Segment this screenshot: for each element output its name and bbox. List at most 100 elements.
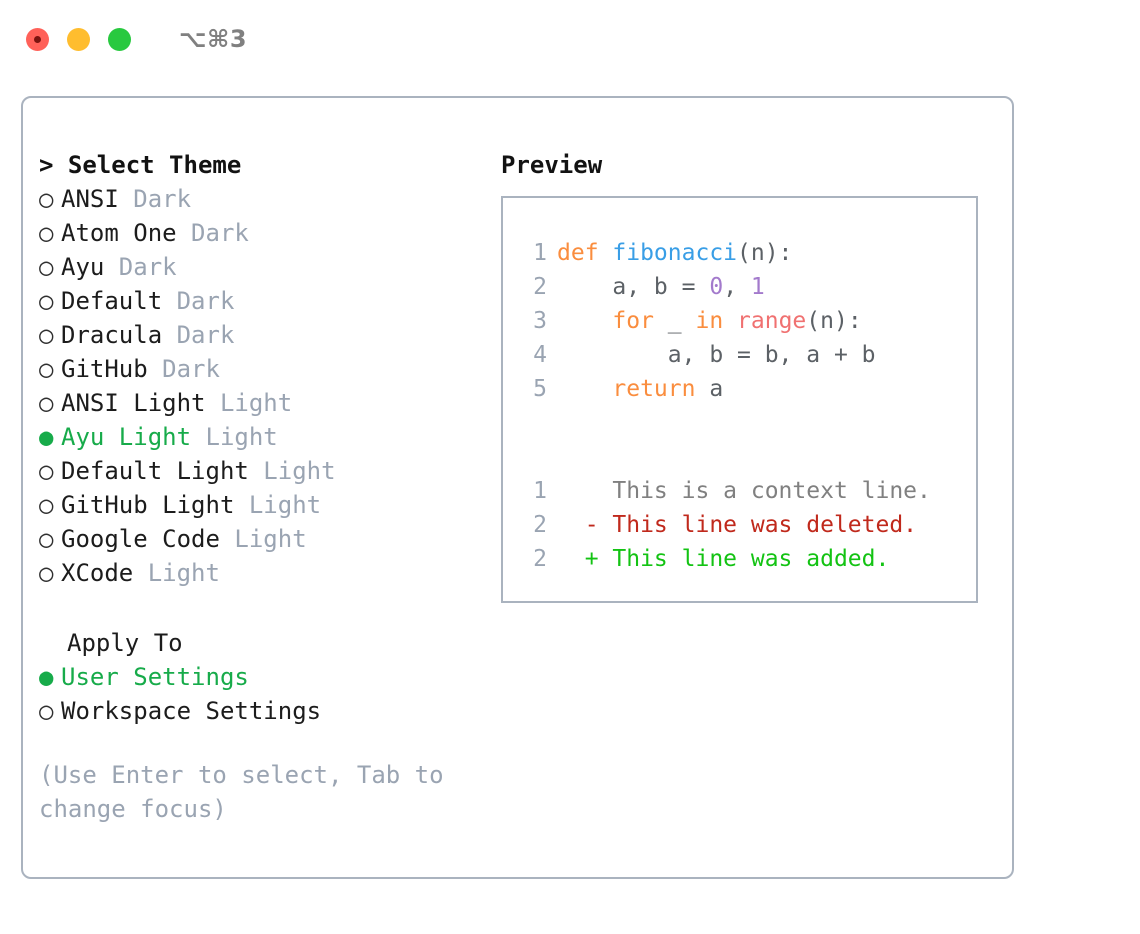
theme-selector-column: > Select Theme ○ANSI Dark○Atom One Dark○… [39, 148, 499, 826]
code-token-num: 0 [709, 274, 724, 300]
theme-option-category: Dark [162, 321, 235, 349]
radio-unselected-icon[interactable]: ○ [39, 389, 54, 417]
code-token-pl: , [723, 274, 751, 300]
radio-selected-icon[interactable]: ● [39, 423, 54, 451]
radio-unselected-icon[interactable]: ○ [39, 321, 54, 349]
theme-option-category: Light [219, 525, 307, 553]
code-token-kw: return [557, 376, 710, 402]
theme-option-default-light[interactable]: ○Default Light Light [39, 454, 499, 488]
theme-option-ayu[interactable]: ○Ayu Dark [39, 250, 499, 284]
diff-line-text-add: + This line was added. [557, 546, 890, 572]
apply-to-option-label: User Settings [61, 663, 249, 691]
radio-unselected-icon[interactable]: ○ [39, 457, 54, 485]
code-diff-separator-2 [503, 440, 976, 474]
theme-option-category: Light [248, 457, 336, 485]
code-token-num: 1 [750, 274, 765, 300]
radio-unselected-icon[interactable]: ○ [39, 491, 54, 519]
line-number: 3 [533, 308, 547, 334]
code-token-pl: (n): [737, 240, 793, 266]
theme-option-category: Dark [176, 219, 249, 247]
diff-line-number: 2 [533, 546, 547, 572]
theme-option-xcode[interactable]: ○XCode Light [39, 556, 499, 590]
code-line: 2 a, b = 0, 1 [503, 270, 976, 304]
theme-option-label: Default Light [61, 457, 249, 485]
code-token-fn: fibonacci [612, 240, 738, 266]
code-line: 3 for _ in range(n): [503, 304, 976, 338]
apply-to-option-workspace-settings[interactable]: ○Workspace Settings [39, 694, 499, 728]
theme-option-label: XCode [61, 559, 134, 587]
theme-option-label: Ayu [61, 253, 105, 281]
radio-unselected-icon[interactable]: ○ [39, 219, 54, 247]
theme-option-category: Dark [104, 253, 177, 281]
diff-line-number: 1 [533, 478, 547, 504]
code-token-kw: def [557, 240, 613, 266]
radio-unselected-icon[interactable]: ○ [39, 355, 54, 383]
apply-to-header: Apply To [67, 629, 183, 657]
code-token-kw: in [695, 308, 738, 334]
theme-option-github[interactable]: ○GitHub Dark [39, 352, 499, 386]
theme-option-category: Dark [147, 355, 220, 383]
radio-unselected-icon[interactable]: ○ [39, 253, 54, 281]
code-line-text: for _ in range(n): [557, 304, 861, 338]
diff-line: 2 + This line was added. [503, 542, 976, 576]
theme-option-dracula[interactable]: ○Dracula Dark [39, 318, 499, 352]
radio-unselected-icon[interactable]: ○ [39, 185, 54, 213]
diff-line: 1 This is a context line. [503, 474, 976, 508]
radio-unselected-icon[interactable]: ○ [39, 525, 54, 553]
theme-option-ansi-light[interactable]: ○ANSI Light Light [39, 386, 499, 420]
code-token-pl: _ [667, 308, 696, 334]
code-line: 5 return a [503, 372, 976, 406]
theme-option-github-light[interactable]: ○GitHub Light Light [39, 488, 499, 522]
code-line-text: a, b = b, a + b [557, 338, 876, 372]
minimize-window-icon[interactable] [67, 27, 90, 51]
code-token-bi: range [737, 308, 807, 334]
code-line-text: a, b = 0, 1 [557, 270, 765, 304]
theme-option-label: Google Code [61, 525, 220, 553]
code-line-text: return a [557, 372, 723, 406]
apply-to-option-label: Workspace Settings [61, 697, 322, 725]
code-line-text: def fibonacci(n): [557, 236, 792, 270]
maximize-window-icon[interactable] [108, 27, 131, 51]
theme-option-ayu-light[interactable]: ●Ayu Light Light [39, 420, 499, 454]
theme-option-label: Atom One [61, 219, 177, 247]
theme-option-category: Light [205, 389, 293, 417]
theme-option-ansi[interactable]: ○ANSI Dark [39, 182, 499, 216]
title-bar: ⌥⌘3 [0, 0, 1140, 78]
radio-unselected-icon[interactable]: ○ [39, 287, 54, 315]
theme-option-label: GitHub [61, 355, 148, 383]
radio-unselected-icon[interactable]: ○ [39, 697, 54, 725]
radio-unselected-icon[interactable]: ○ [39, 559, 54, 587]
theme-option-label: Dracula [61, 321, 163, 349]
code-token-kw: for [557, 308, 668, 334]
theme-option-category: Light [234, 491, 322, 519]
line-number: 2 [533, 274, 547, 300]
radio-selected-icon[interactable]: ● [39, 663, 54, 691]
theme-option-default[interactable]: ○Default Dark [39, 284, 499, 318]
theme-option-label: Ayu Light [61, 423, 192, 451]
theme-list: ○ANSI Dark○Atom One Dark○Ayu Dark○Defaul… [39, 182, 499, 590]
diff-line-number: 2 [533, 512, 547, 538]
theme-option-atom-one[interactable]: ○Atom One Dark [39, 216, 499, 250]
close-window-icon[interactable] [26, 27, 49, 51]
diff-line: 2 - This line was deleted. [503, 508, 976, 542]
code-token-pl: a, b = b, a + b [557, 342, 876, 368]
theme-option-label: ANSI [61, 185, 119, 213]
theme-option-label: Default [61, 287, 163, 315]
diff-line-text-ctx: This is a context line. [557, 478, 931, 504]
theme-option-category: Dark [162, 287, 235, 315]
apply-to-option-user-settings[interactable]: ●User Settings [39, 660, 499, 694]
keyboard-shortcut-label: ⌥⌘3 [179, 25, 248, 53]
preview-header: Preview [501, 151, 603, 179]
main-panel: > Select Theme ○ANSI Dark○Atom One Dark○… [21, 96, 1014, 879]
line-number: 4 [533, 342, 547, 368]
code-diff-separator [503, 406, 976, 440]
window-controls [26, 27, 131, 51]
theme-option-category: Dark [118, 185, 192, 213]
theme-option-category: Light [191, 423, 278, 451]
theme-option-google-code[interactable]: ○Google Code Light [39, 522, 499, 556]
theme-option-label: ANSI Light [61, 389, 206, 417]
